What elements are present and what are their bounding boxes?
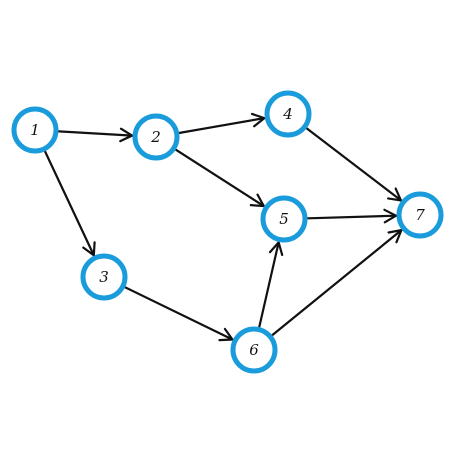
edge-5-to-7	[306, 208, 398, 224]
edge-line	[271, 229, 403, 336]
node-label: 2	[150, 128, 161, 146]
edge-4-to-7	[305, 127, 403, 202]
node-7: 7	[396, 191, 444, 239]
edge-line	[178, 117, 266, 134]
edge-line	[175, 148, 265, 208]
node-5: 5	[260, 195, 308, 243]
node-label: 6	[249, 341, 259, 359]
node-circle	[396, 191, 444, 239]
node-circle	[264, 90, 312, 138]
edge-2-to-5	[175, 148, 265, 208]
arrowhead-icon	[386, 187, 403, 202]
edge-6-to-5	[258, 241, 284, 328]
edge-1-to-2	[57, 127, 134, 143]
arrowhead-icon	[218, 327, 234, 342]
node-circle	[11, 106, 59, 154]
arrowhead-icon	[268, 241, 284, 257]
edge-line	[44, 150, 95, 257]
edge-line	[124, 286, 234, 341]
edge-6-to-7	[271, 229, 403, 336]
node-circle	[230, 326, 278, 374]
arrowhead-icon	[249, 193, 265, 208]
node-label: 1	[30, 121, 40, 139]
node-4: 4	[264, 90, 312, 138]
edge-line	[258, 241, 280, 328]
arrowhead-icon	[250, 112, 266, 128]
edge-line	[306, 214, 398, 220]
node-label: 7	[415, 206, 425, 224]
nodes-layer: 1 2 3 4 5 6 7	[11, 90, 444, 374]
edge-2-to-4	[178, 112, 266, 134]
node-circle	[80, 253, 128, 301]
node-circle	[132, 113, 180, 161]
node-label: 3	[99, 268, 109, 286]
arrowhead-icon	[119, 127, 134, 143]
edge-line	[305, 127, 403, 202]
node-2: 2	[132, 113, 180, 161]
node-label: 4	[282, 105, 293, 123]
node-circle	[260, 195, 308, 243]
arrowhead-icon	[387, 229, 403, 244]
node-label: 5	[279, 210, 289, 228]
edges-layer	[44, 112, 403, 342]
edge-1-to-3	[44, 150, 96, 257]
node-6: 6	[230, 326, 278, 374]
node-3: 3	[80, 253, 128, 301]
arrowhead-icon	[383, 208, 398, 224]
arrowhead-icon	[82, 241, 96, 257]
edge-3-to-6	[124, 286, 234, 342]
edge-line	[57, 130, 134, 137]
node-1: 1	[11, 106, 59, 154]
